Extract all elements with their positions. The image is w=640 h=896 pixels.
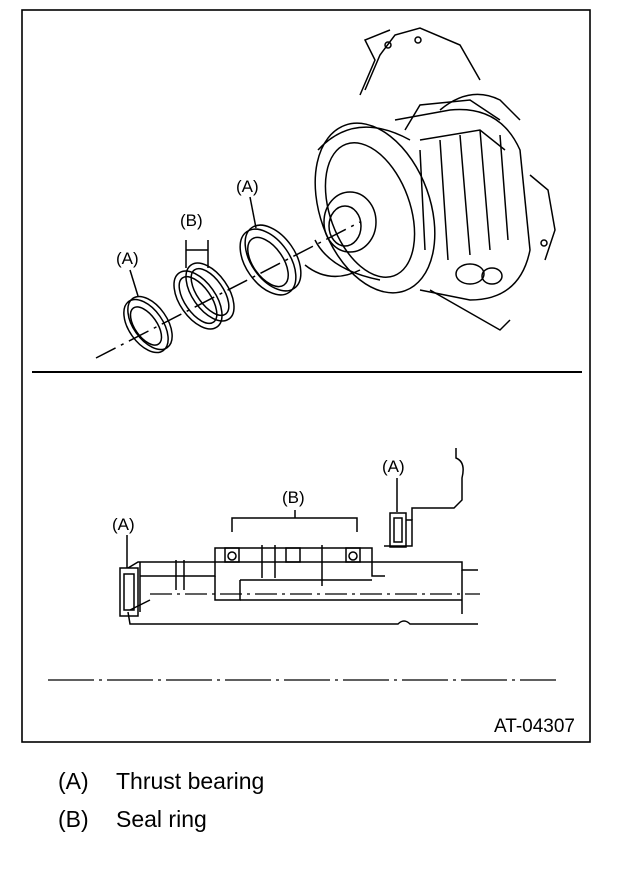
thrust-bearing-left (123, 295, 173, 354)
legend-item-thrust-bearing: (A) Thrust bearing (58, 768, 264, 795)
section-thrust-bearing-right (384, 512, 413, 548)
section-callout-a-right: (A) (382, 457, 405, 476)
legend-item-seal-ring: (B) Seal ring (58, 806, 207, 833)
seal-ring-groove-3 (345, 547, 361, 563)
seal-ring-groove-1 (224, 547, 240, 563)
thrust-bearing-right (239, 224, 302, 296)
exploded-view (95, 27, 556, 359)
figure-frame (21, 9, 591, 743)
section-thrust-bearing-left (119, 567, 151, 617)
top-callout-a-left: (A) (116, 249, 139, 268)
legend-key: (B) (58, 806, 89, 832)
clutch-drum-assembly (304, 27, 556, 331)
legend-text: Thrust bearing (116, 768, 265, 794)
section-callout-a-left: (A) (112, 515, 135, 534)
seal-ring-groove-2 (285, 547, 301, 563)
cross-section-view (48, 448, 556, 681)
legend-text: Seal ring (116, 806, 207, 832)
seal-rings (173, 262, 235, 330)
top-callout-b: (B) (180, 211, 203, 230)
legend-key: (A) (58, 768, 89, 794)
section-callout-b: (B) (282, 488, 305, 507)
figure-code: AT-04307 (494, 716, 575, 737)
top-callout-a-right: (A) (236, 177, 259, 196)
